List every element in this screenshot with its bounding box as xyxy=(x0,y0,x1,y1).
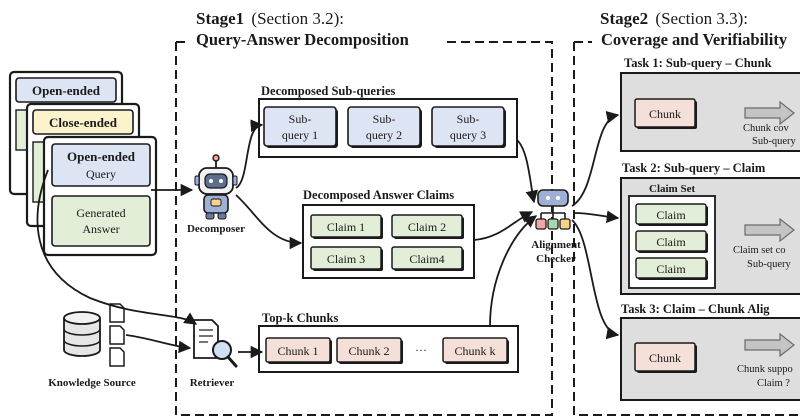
arrow-to-subqueries xyxy=(235,119,264,189)
task2-result-line1: Claim set co xyxy=(733,245,786,256)
decomposer-label: Decomposer xyxy=(187,223,245,235)
task2-title: Task 2: Sub-query – Claim xyxy=(622,161,766,175)
retriever-icon xyxy=(193,319,238,368)
chunk-1-label: Chunk 1 xyxy=(277,344,318,358)
open-ended-label-front: Open-ended xyxy=(67,149,136,164)
chunk-1: Chunk 1 xyxy=(265,337,332,364)
answer-label: Answer xyxy=(82,222,119,236)
claim-3-label: Claim 3 xyxy=(327,252,365,266)
subquery-2-line2: query 2 xyxy=(366,128,402,142)
stage2-title: Stage2 (Section 3.3): xyxy=(600,9,748,28)
claim-4-label: Claim4 xyxy=(409,252,444,266)
claim-set-item-3-label: Claim xyxy=(656,262,686,276)
task1-title: Task 1: Sub-query – Chunk xyxy=(624,56,772,70)
subquery-3: Sub- query 3 xyxy=(431,106,506,148)
query-label: Query xyxy=(86,167,116,181)
task3-result-line1: Chunk suppo xyxy=(737,364,793,375)
arrow-checker-to-task2 xyxy=(573,210,620,224)
task3-chunk-label: Chunk xyxy=(649,351,681,365)
close-ended-label: Close-ended xyxy=(49,115,118,130)
task3-arrow-icon xyxy=(744,332,795,358)
chunk-k: Chunk k xyxy=(442,337,509,364)
document-icon xyxy=(109,303,125,367)
middle-card-header xyxy=(32,109,134,135)
open-ended-label-back: Open-ended xyxy=(32,83,101,98)
claim-set-title: Claim Set xyxy=(649,183,695,195)
generated-answer-box xyxy=(51,195,151,247)
back-card-header xyxy=(15,77,117,103)
checker-label: Checker xyxy=(536,253,576,265)
alignment-checker-icon xyxy=(535,189,571,230)
generated-label: Generated xyxy=(76,206,125,220)
claims-title: Decomposed Answer Claims xyxy=(303,188,454,202)
connectors xyxy=(36,110,620,359)
claim-set-item-1-label: Claim xyxy=(656,208,686,222)
claim-1-label: Claim 1 xyxy=(327,220,365,234)
task3-title: Task 3: Claim – Chunk Alig xyxy=(621,302,770,316)
claim-1: Claim 1 xyxy=(310,214,383,239)
arrow-checker-to-task3 xyxy=(571,219,620,340)
query-box xyxy=(51,143,151,187)
claim-set-item-2-label: Claim xyxy=(656,235,686,249)
decomposer-robot-icon xyxy=(194,154,238,220)
stage1-frame xyxy=(175,41,553,416)
knowledge-source-label: Knowledge Source xyxy=(48,377,136,389)
arrow-subqueries-to-checker xyxy=(516,139,538,204)
subquery-1: Sub- query 1 xyxy=(263,106,338,148)
task3-result-line2: Claim ? xyxy=(757,378,790,389)
chunks-title: Top-k Chunks xyxy=(262,311,338,325)
arrow-checker-to-task1 xyxy=(571,110,620,207)
database-icon xyxy=(63,311,101,357)
task2-result-line2: Sub-query xyxy=(747,259,791,270)
chunk-k-label: Chunk k xyxy=(454,344,495,358)
claim-2-label: Claim 2 xyxy=(408,220,446,234)
claim-2: Claim 2 xyxy=(391,214,464,239)
claim-4: Claim4 xyxy=(391,246,464,271)
arrow-to-claims xyxy=(235,194,303,250)
task1-result-line1: Chunk cov xyxy=(743,123,790,134)
arrow-query-to-retriever xyxy=(36,169,198,325)
task1-chunk-label: Chunk xyxy=(649,107,681,121)
stage1-title: Stage1 (Section 3.2): xyxy=(196,9,344,28)
task1-chunk: Chunk xyxy=(634,98,697,129)
task1-arrow-icon xyxy=(744,100,795,126)
arrow-chunks-to-checker xyxy=(489,215,538,327)
chunk-2-label: Chunk 2 xyxy=(348,344,389,358)
claim-set-item-3: Claim xyxy=(635,257,708,280)
stage1-subtitle: Query-Answer Decomposition xyxy=(196,30,409,49)
claim-set-item-1: Claim xyxy=(635,203,708,226)
arrow-claims-to-checker xyxy=(473,211,534,241)
subquery-2: Sub- query 2 xyxy=(347,106,422,148)
retriever-label: Retriever xyxy=(190,377,235,389)
task2-arrow-icon xyxy=(744,217,795,243)
subquery-3-line1: Sub- xyxy=(457,112,480,126)
subquery-2-line1: Sub- xyxy=(373,112,396,126)
task3-chunk: Chunk xyxy=(634,342,697,373)
claim-set-item-2: Claim xyxy=(635,230,708,253)
stage2-frame xyxy=(573,41,800,416)
claim-3: Claim 3 xyxy=(310,246,383,271)
stage2-subtitle: Coverage and Verifiability xyxy=(601,30,788,49)
subquery-3-line2: query 3 xyxy=(450,128,486,142)
chunks-ellipsis: ··· xyxy=(415,343,427,357)
arrow-knowledge-to-retriever xyxy=(125,334,192,354)
subquery-1-line2: query 1 xyxy=(282,128,318,142)
subquery-1-line1: Sub- xyxy=(289,112,312,126)
input-card-stack: Open-ended Close-ended Open-ended Query … xyxy=(8,70,158,257)
subqueries-title: Decomposed Sub-queries xyxy=(261,84,396,98)
chunk-2: Chunk 2 xyxy=(336,337,403,364)
alignment-label: Alignment xyxy=(531,239,581,251)
task1-result-line2: Sub-query xyxy=(752,136,796,147)
